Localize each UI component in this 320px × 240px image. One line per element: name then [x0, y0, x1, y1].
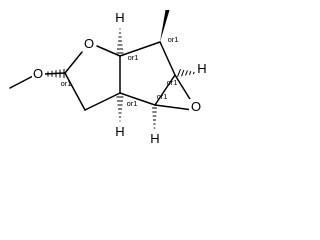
stereo-label-methyl-carbon: or1 — [168, 35, 179, 44]
bond-methoxy-oxygen-acetal-carbon — [43, 72, 66, 75]
hashed-bonds — [47, 28, 195, 129]
bond-acetal-carbon-ring-oxygen — [64, 51, 83, 74]
hydrogen-epoxide-bottom-label: H — [150, 131, 159, 146]
bond-methyl-carbon-epoxide-right — [159, 41, 176, 76]
hashed-bond-bottom-junction-h — [116, 96, 124, 122]
bond-epoxide-carbons — [154, 74, 176, 106]
stereo-label-top-junction: or1 — [128, 53, 139, 62]
hashed-bond-acetal-methoxy — [47, 69, 65, 78]
stereo-label-epoxide-left: or1 — [157, 92, 168, 101]
stereo-label-acetal-carbon: or1 — [61, 79, 72, 88]
bond-epoxide-left-oxygen — [154, 104, 194, 111]
hydrogen-epoxide-right-label: H — [197, 61, 206, 76]
bond-ring-ch2-bottom-junction — [84, 92, 121, 111]
methoxy-oxygen-label: O — [33, 66, 43, 81]
hashed-bond-top-junction-h — [116, 28, 124, 54]
bond-acetal-carbon-ring-ch2 — [64, 72, 86, 111]
wedge-bonds — [160, 10, 170, 42]
wedge-bond-methyl — [160, 10, 170, 42]
ring-oxygen-label: O — [84, 36, 94, 51]
stereo-labels: or1 or1 or1 or1 or1 or1 — [61, 35, 179, 108]
bond-methyl-methoxy-oxygen — [9, 75, 34, 89]
hashed-bond-epoxide-right-h — [177, 69, 195, 77]
label-masks — [32, 36, 202, 114]
stereo-label-epoxide-right: or1 — [167, 78, 178, 87]
bond-bottom-junction-epoxide-left — [119, 92, 156, 106]
hydrogen-top-junction-label: H — [115, 10, 124, 25]
structure-diagram: O O O H H H H or1 or1 or1 or1 or1 or1 — [9, 10, 207, 146]
hydrogen-bottom-junction-label: H — [115, 124, 124, 139]
hashed-bond-epoxide-left-h — [152, 107, 157, 129]
bond-ring-oxygen-top-junction — [96, 45, 121, 57]
atom-labels: O O O H H H H — [33, 10, 207, 146]
bond-top-junction-methyl-carbon — [119, 41, 161, 57]
stereo-label-bottom-junction: or1 — [127, 99, 138, 108]
epoxide-oxygen-label: O — [191, 99, 201, 114]
